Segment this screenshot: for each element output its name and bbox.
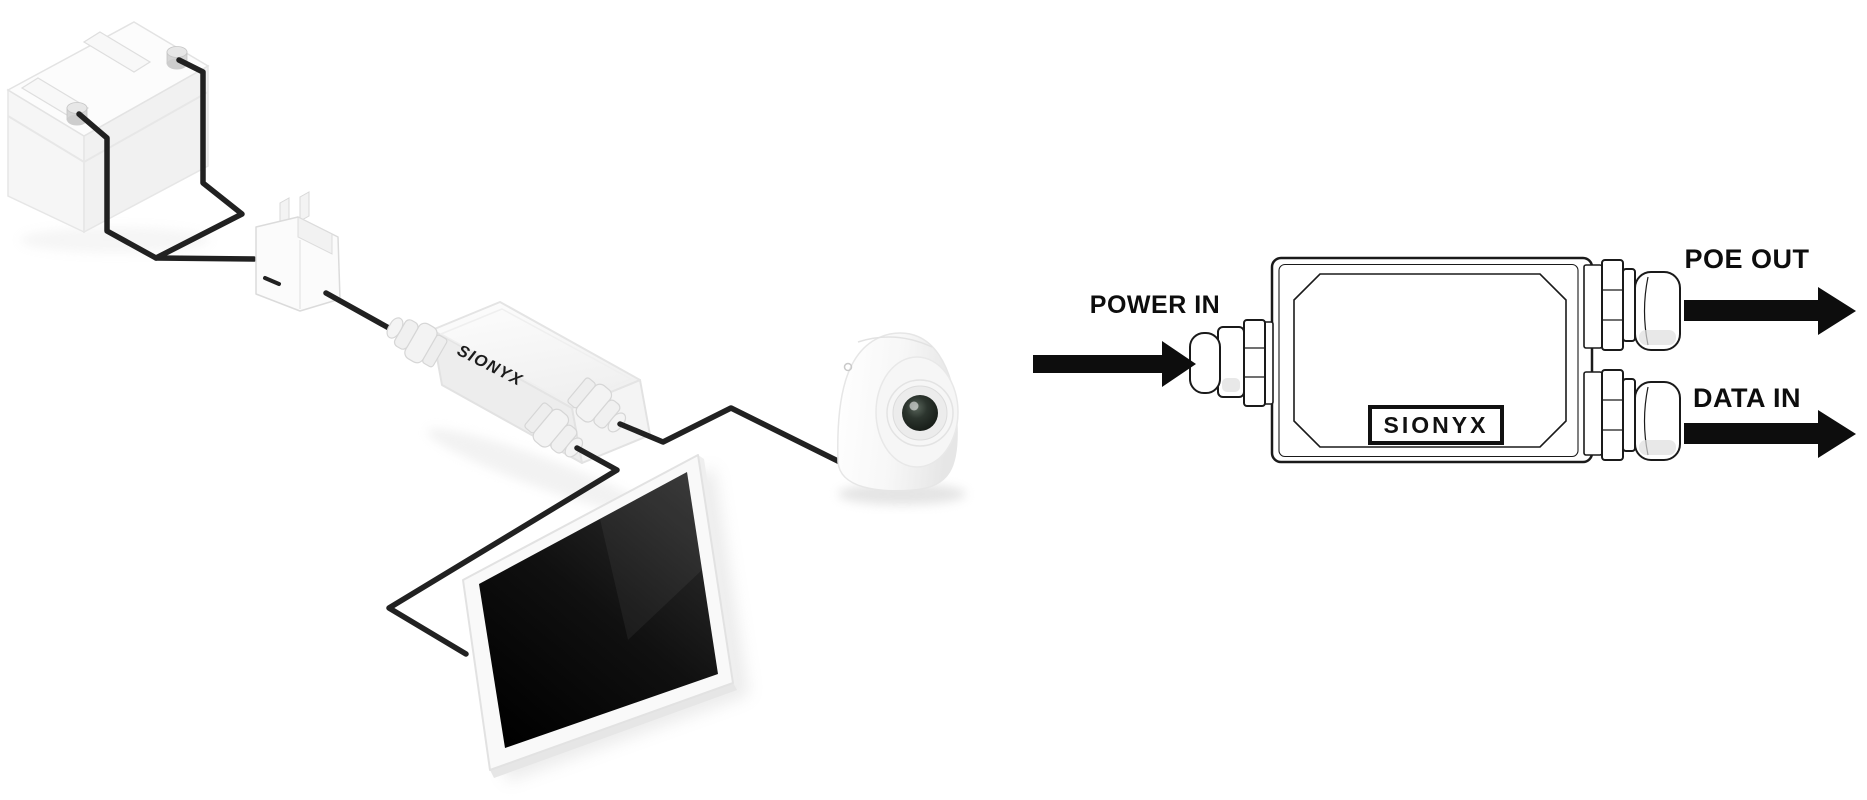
- battery-negative-wire: [76, 111, 257, 262]
- power-in-label: POWER IN: [1090, 291, 1220, 319]
- battery-terminal-positive: [166, 46, 188, 70]
- cable-gland-poe-out: [1583, 259, 1681, 351]
- camera: [837, 332, 966, 505]
- junction-box-3d: SIONYX: [386, 301, 653, 516]
- sionyx-badge-label: SIONYX: [1384, 412, 1489, 438]
- monitor-screen-reflection: [600, 472, 702, 640]
- monitor: [462, 454, 749, 782]
- monitor-bottom-edge: [490, 683, 737, 778]
- battery-lid-seam: [7, 91, 209, 164]
- cable-gland-power-in: [1189, 319, 1274, 407]
- power-feed-wire: [323, 290, 399, 335]
- gland-3d-power-in: [386, 317, 448, 368]
- camera-lens-highlight: [909, 401, 919, 411]
- diagram-box-lid-seam: [1278, 263, 1579, 458]
- diagram-junction-box: SIONYX: [1270, 256, 1594, 464]
- battery-top-recess: [82, 31, 152, 73]
- camera-lens-bezel-outer: [886, 379, 954, 447]
- fuse-wire-stub: [263, 276, 281, 286]
- inline-fuse-block: [255, 191, 341, 312]
- diagram-box-panel: [1293, 273, 1567, 448]
- data-in-label: DATA IN: [1693, 383, 1801, 413]
- monitor-wire: [386, 445, 620, 657]
- camera-lens-icon: [902, 395, 938, 431]
- camera-indicator-dot: [843, 362, 853, 372]
- junction-box-shadow: [427, 428, 653, 516]
- gland-3d-camera-out: [567, 377, 627, 433]
- monitor-screen: [479, 472, 718, 748]
- poe-out-arrow-icon: [1684, 287, 1856, 335]
- cable-gland-data-in: [1583, 369, 1681, 461]
- wiring-diagram: SIONYX: [1033, 244, 1856, 464]
- junction-box-lid-groove: [439, 308, 633, 405]
- sionyx-badge: SIONYX: [1368, 405, 1504, 445]
- data-in-arrow-icon: [1684, 410, 1856, 458]
- battery-positive-wire: [153, 57, 245, 261]
- camera-top-seam: [857, 336, 933, 348]
- monitor-right-edge: [698, 455, 739, 688]
- camera-wire: [617, 405, 859, 473]
- battery-shadow: [20, 227, 210, 253]
- power-in-arrow-icon: [1033, 341, 1196, 387]
- battery: [6, 21, 210, 253]
- fuse-clip: [299, 191, 310, 222]
- fuse-shoulder: [297, 216, 333, 255]
- sionyx-badge-border: [1368, 405, 1504, 445]
- poe-out-label: POE OUT: [1684, 244, 1809, 274]
- gland-3d-monitor-out: [524, 402, 584, 458]
